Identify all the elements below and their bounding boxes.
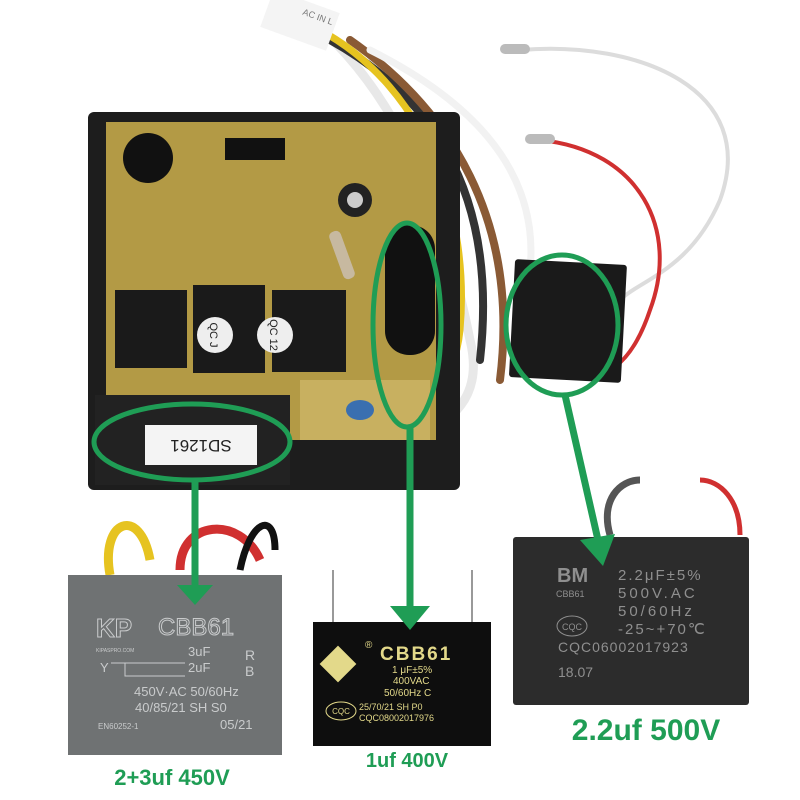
- class: 25/70/21 SH P0: [359, 702, 423, 712]
- brand-site: KIPASPRO.COM: [96, 648, 134, 654]
- caption: 2.2uf 500V: [572, 714, 720, 747]
- cert-number: CQC06002017923: [558, 639, 689, 655]
- model: CBB61: [158, 614, 234, 641]
- relay-label: QC J: [207, 322, 219, 347]
- frequency: 50/60Hz: [618, 603, 695, 620]
- ic-chip: [225, 138, 285, 160]
- cap-top: 3uF: [188, 644, 210, 659]
- cap-bottom: 2uF: [188, 660, 210, 675]
- voltage: 400VAC: [393, 676, 430, 687]
- brand-logo: KP: [96, 613, 132, 643]
- capacitor-2-2uf: BM CBB61 2.2μF±5% 500V.AC 50/60Hz CQC -2…: [513, 476, 749, 747]
- pin-r: R: [245, 647, 255, 663]
- temperature: -25~+70℃: [618, 621, 707, 638]
- caption: 1uf 400V: [366, 750, 449, 772]
- cqc-logo: CQC: [332, 707, 350, 716]
- frequency: 50/60Hz C: [384, 688, 431, 699]
- model: CBB61: [380, 644, 452, 665]
- brand-logo: BM: [557, 565, 588, 587]
- date: 18.07: [558, 664, 593, 680]
- registered-mark: ®: [365, 640, 373, 651]
- cert-number: CQC08002017976: [359, 713, 434, 723]
- pin-b: B: [245, 663, 254, 679]
- capacitance: 1 μF±5%: [392, 665, 432, 676]
- date: 05/21: [220, 717, 253, 732]
- controller-board: QC J QC 12 SD1261: [88, 112, 460, 490]
- pin-y: Y: [100, 660, 109, 675]
- model: CBB61: [556, 589, 585, 599]
- highlight-ellipse: [370, 220, 444, 430]
- caption: 2+3uf 450V: [114, 765, 230, 790]
- voltage: 500V.AC: [618, 585, 698, 602]
- arrows: [177, 394, 615, 630]
- relays: QC J QC 12: [115, 285, 346, 373]
- capacitance: 2.2μF±5%: [618, 567, 703, 584]
- inline-capacitor: [509, 259, 627, 383]
- relay-label: QC 12: [267, 319, 279, 351]
- model-sticker: [145, 425, 257, 465]
- capacitor-2-3uf: KP KIPASPRO.COM CBB61 3uF 2uF Y R B 450V…: [68, 521, 282, 790]
- class: 40/85/21 SH S0: [135, 700, 227, 715]
- arrow-icon: [561, 394, 602, 541]
- rating: 450V·AC 50/60Hz: [134, 684, 239, 699]
- capacitor-1uf: ® CBB61 1 μF±5% 400VAC 50/60Hz C CQC 25/…: [313, 570, 491, 772]
- sticker-text: SD1261: [170, 436, 231, 455]
- highlight-ellipse: [503, 252, 621, 398]
- cqc-logo: CQC: [562, 622, 583, 632]
- potentiometer: [385, 225, 435, 355]
- buzzer: [123, 133, 173, 183]
- standard: EN60252-1: [98, 722, 139, 731]
